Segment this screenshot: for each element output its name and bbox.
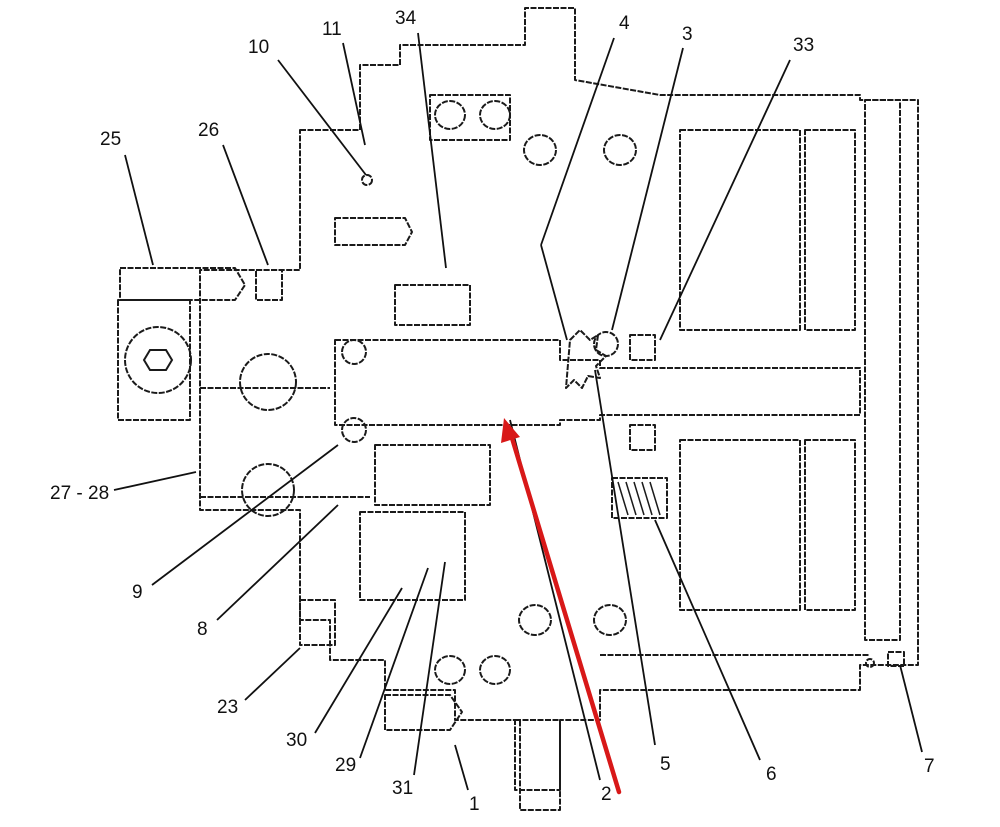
carrier-upper — [679, 129, 801, 331]
leader-33 — [659, 59, 791, 341]
bottom-roller-right — [479, 655, 511, 685]
callout-8: 8 — [197, 619, 208, 640]
leader-9 — [151, 444, 339, 586]
leader-1 — [454, 744, 469, 791]
upper-roller-right — [479, 100, 511, 130]
leader-4b — [540, 244, 568, 341]
callout-23: 23 — [217, 697, 238, 718]
ring-lower — [241, 463, 295, 517]
mid-roller-left — [523, 134, 557, 166]
leader-29 — [359, 567, 429, 759]
leader-5 — [594, 369, 656, 746]
lower-roller-left — [518, 604, 552, 636]
planet-pin-upper — [394, 284, 471, 326]
main-shaft — [334, 339, 861, 426]
callout-7: 7 — [924, 756, 935, 777]
callout-27-28: 27 - 28 — [50, 483, 109, 504]
highlight-arrow — [501, 418, 622, 795]
mid-roller-right — [603, 134, 637, 166]
leader-6 — [654, 519, 761, 761]
leader-7 — [899, 664, 923, 753]
leader-lines — [113, 32, 923, 791]
bearing-bottom — [341, 417, 367, 443]
highlight-arrow-head — [501, 418, 520, 443]
callout-10: 10 — [248, 37, 269, 58]
piston-block — [359, 511, 466, 601]
lower-block — [514, 719, 561, 791]
leader-25 — [124, 154, 154, 266]
plug-26 — [255, 269, 283, 301]
leader-30 — [314, 587, 403, 734]
upper-bearing-block — [429, 94, 511, 141]
callout-3: 3 — [682, 24, 693, 45]
callout-29: 29 — [335, 755, 356, 776]
seal-23 — [299, 599, 336, 646]
callout-25: 25 — [100, 129, 121, 150]
callout-4: 4 — [619, 13, 630, 34]
bolt-1 — [384, 694, 463, 731]
hex-nut — [142, 349, 174, 371]
callout-26: 26 — [198, 120, 219, 141]
seal-33 — [629, 334, 656, 361]
bottom-roller-left — [434, 655, 466, 685]
plug-7-body — [887, 651, 905, 667]
callout-2: 2 — [601, 784, 612, 805]
leader-8 — [216, 504, 339, 621]
carrier-lower — [679, 439, 801, 611]
left-mount — [117, 299, 191, 421]
seal-33-lower — [629, 424, 656, 451]
spring-pack — [611, 477, 668, 519]
callout-1: 1 — [469, 794, 480, 815]
leader-26 — [222, 144, 269, 266]
highlight-arrow-shaft — [509, 435, 622, 795]
bolt-upper — [334, 217, 413, 246]
leader-10 — [277, 59, 367, 176]
leader-34 — [417, 32, 447, 269]
bearing-top — [341, 339, 367, 365]
plug-7 — [865, 658, 875, 668]
callout-5: 5 — [660, 754, 671, 775]
callout-34: 34 — [395, 8, 417, 29]
callout-6: 6 — [766, 764, 777, 785]
callout-9: 9 — [132, 582, 143, 603]
ring-upper — [239, 353, 297, 411]
leader-27-28 — [113, 471, 197, 491]
sun-gear — [565, 329, 607, 389]
leader-3 — [611, 47, 684, 331]
leader-4a — [540, 37, 615, 246]
leader-11 — [342, 42, 366, 146]
callout-30: 30 — [286, 730, 307, 751]
hub-circle — [124, 326, 192, 394]
lower-roller-right — [593, 604, 627, 636]
oring-10 — [361, 174, 373, 186]
housing-drawing — [117, 7, 919, 811]
callout-labels: 25 26 10 11 34 4 3 33 27 - 28 9 8 23 30 … — [50, 8, 935, 815]
upper-roller-left — [434, 100, 466, 130]
leader-31 — [413, 561, 446, 776]
ring-gear-right — [804, 129, 856, 611]
cover-plate — [864, 99, 901, 641]
callout-33: 33 — [793, 35, 814, 56]
leader-23 — [244, 647, 301, 701]
callout-31: 31 — [392, 778, 413, 799]
bolt-25 — [119, 267, 246, 301]
callout-11: 11 — [322, 19, 342, 40]
planet-gear-lower — [374, 444, 491, 506]
outer-housing — [199, 7, 919, 811]
